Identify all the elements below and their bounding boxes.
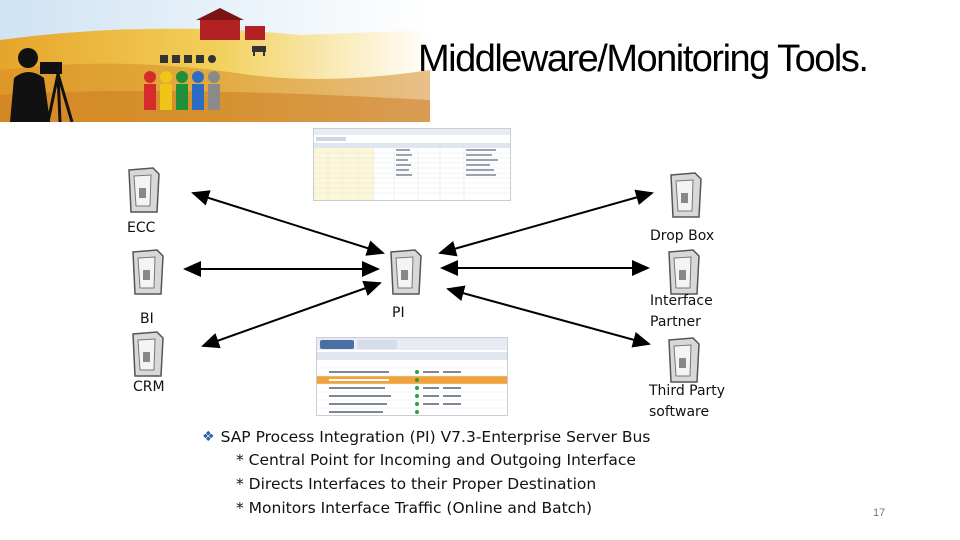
server-icon <box>128 167 160 213</box>
bullet-item: * Monitors Interface Traffic (Online and… <box>236 499 593 517</box>
label-interface-partner-line2: Partner <box>650 314 701 330</box>
label-crm: CRM <box>133 379 165 395</box>
arrow-pi-thirdparty <box>446 285 651 348</box>
server-icon <box>668 249 700 295</box>
label-third-party-line2: software <box>649 404 710 420</box>
server-icon <box>670 172 702 218</box>
server-icon <box>132 249 164 295</box>
bullet-item: * Directs Interfaces to their Proper Des… <box>236 475 597 493</box>
label-third-party-line1: Third Party <box>649 383 726 399</box>
arrow-pi-dropbox <box>438 189 654 257</box>
server-icon <box>132 331 164 377</box>
arrow-ecc-pi <box>191 190 385 256</box>
bullet-item: * Central Point for Incoming and Outgoin… <box>236 451 636 469</box>
banner-illustration <box>0 0 430 122</box>
label-interface-partner: Interface Partner <box>650 291 713 333</box>
label-pi: PI <box>392 305 405 321</box>
page-number: 17 <box>873 507 886 519</box>
label-bi: BI <box>140 311 154 327</box>
label-ecc: ECC <box>127 220 156 236</box>
label-drop-box: Drop Box <box>650 228 715 244</box>
server-icon <box>390 249 422 295</box>
message-monitor-screenshot <box>313 128 511 201</box>
server-icon <box>668 337 700 383</box>
bullet-main: ❖ SAP Process Integration (PI) V7.3-Ente… <box>202 426 650 448</box>
diamond-bullet-icon: ❖ <box>202 429 215 445</box>
channel-monitor-screenshot <box>316 337 508 416</box>
description-bullets: ❖ SAP Process Integration (PI) V7.3-Ente… <box>202 426 650 520</box>
slide-title: Middleware/Monitoring Tools. <box>418 38 869 80</box>
bullet-main-text: SAP Process Integration (PI) V7.3-Enterp… <box>220 428 651 446</box>
label-interface-partner-line1: Interface <box>650 293 713 309</box>
label-third-party: Third Party software <box>649 381 725 423</box>
